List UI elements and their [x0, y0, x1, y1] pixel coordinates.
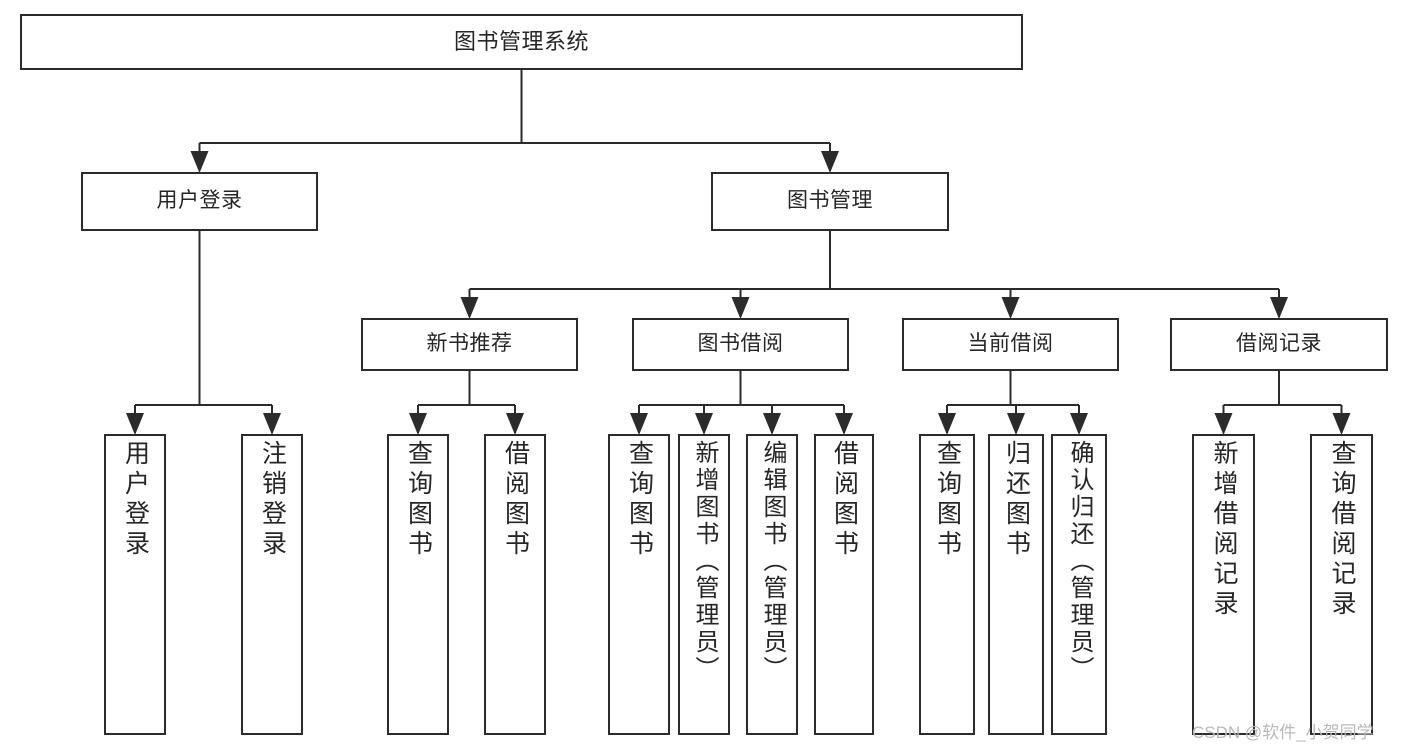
node-label-leaf-return-book: 归还图书: [1002, 440, 1031, 560]
arrow-head-icon-6-1: [1332, 413, 1351, 435]
arrow-head-icon-0-0: [190, 151, 209, 173]
node-label-borrow-record: 借阅记录: [1236, 332, 1322, 356]
node-leaf-add-record[interactable]: 新增借阅记录: [1192, 434, 1255, 735]
node-current-borrow[interactable]: 当前借阅: [902, 318, 1119, 371]
node-label-leaf-borrow-book-2: 借阅图书: [830, 440, 859, 560]
arrow-head-icon-6-0: [1214, 413, 1233, 435]
arrow-head-icon-1-1: [263, 413, 281, 435]
node-label-leaf-user-logout: 注销登录: [258, 440, 287, 560]
node-leaf-borrow-book-1[interactable]: 借阅图书: [484, 434, 546, 735]
csdn-watermark: CSDN @软件_小贺同学: [1192, 723, 1374, 742]
node-leaf-user-logout[interactable]: 注销登录: [241, 434, 303, 735]
arrow-head-icon-5-1: [1007, 413, 1025, 435]
node-book-borrow[interactable]: 图书借阅: [632, 318, 849, 371]
arrow-head-icon-0-1: [821, 151, 839, 173]
node-leaf-confirm-return[interactable]: 确认归还（管理员）: [1051, 434, 1107, 735]
arrow-head-icon-5-0: [938, 413, 956, 435]
arrow-head-icon-5-2: [1070, 413, 1088, 435]
arrow-head-icon-3-1: [506, 413, 524, 435]
node-label-leaf-query-book-1: 查询图书: [404, 440, 433, 560]
arrow-head-icon-4-3: [835, 413, 853, 435]
node-leaf-query-book-2[interactable]: 查询图书: [608, 434, 670, 735]
node-label-current-borrow: 当前借阅: [967, 332, 1054, 356]
node-label-leaf-borrow-book-1: 借阅图书: [501, 440, 530, 560]
node-label-leaf-query-book-3: 查询图书: [933, 440, 962, 560]
node-leaf-edit-book[interactable]: 编辑图书（管理员）: [746, 434, 798, 735]
arrow-head-icon-4-0: [630, 413, 648, 435]
node-leaf-borrow-book-2[interactable]: 借阅图书: [814, 434, 874, 735]
arrow-head-icon-2-0: [460, 297, 479, 319]
arrow-head-icon-1-0: [126, 413, 144, 435]
arrow-head-icon-2-3: [1270, 297, 1288, 319]
node-label-leaf-confirm-return: 确认归还（管理员）: [1066, 440, 1093, 683]
arrow-head-icon-2-1: [731, 297, 750, 319]
arrow-head-icon-4-2: [763, 413, 781, 435]
node-label-root: 图书管理系统: [453, 29, 589, 55]
node-leaf-query-book-1[interactable]: 查询图书: [387, 434, 449, 735]
node-label-leaf-add-book: 新增图书（管理员）: [691, 440, 718, 683]
node-leaf-return-book[interactable]: 归还图书: [988, 434, 1044, 735]
node-leaf-query-book-3[interactable]: 查询图书: [919, 434, 975, 735]
node-new-book-rec[interactable]: 新书推荐: [361, 318, 578, 371]
node-leaf-user-login[interactable]: 用户登录: [104, 434, 166, 735]
node-label-leaf-edit-book: 编辑图书（管理员）: [759, 440, 786, 683]
node-label-leaf-query-record: 查询借阅记录: [1328, 440, 1356, 620]
node-label-book-manage: 图书管理: [787, 189, 873, 213]
node-label-leaf-query-book-2: 查询图书: [625, 440, 654, 560]
arrow-head-icon-2-2: [1001, 297, 1020, 319]
node-root[interactable]: 图书管理系统: [20, 14, 1023, 70]
node-user-login[interactable]: 用户登录: [81, 172, 318, 231]
arrow-head-icon-3-0: [409, 413, 427, 435]
node-leaf-query-record[interactable]: 查询借阅记录: [1310, 434, 1373, 735]
node-label-leaf-user-login: 用户登录: [121, 440, 150, 560]
node-leaf-add-book[interactable]: 新增图书（管理员）: [678, 434, 730, 735]
node-borrow-record[interactable]: 借阅记录: [1170, 318, 1388, 371]
node-label-new-book-rec: 新书推荐: [426, 332, 513, 356]
node-label-leaf-add-record: 新增借阅记录: [1210, 440, 1238, 620]
node-book-manage[interactable]: 图书管理: [711, 172, 949, 231]
node-label-book-borrow: 图书借阅: [697, 332, 784, 356]
node-label-user-login: 用户登录: [156, 189, 243, 213]
arrow-head-icon-4-1: [695, 413, 713, 435]
